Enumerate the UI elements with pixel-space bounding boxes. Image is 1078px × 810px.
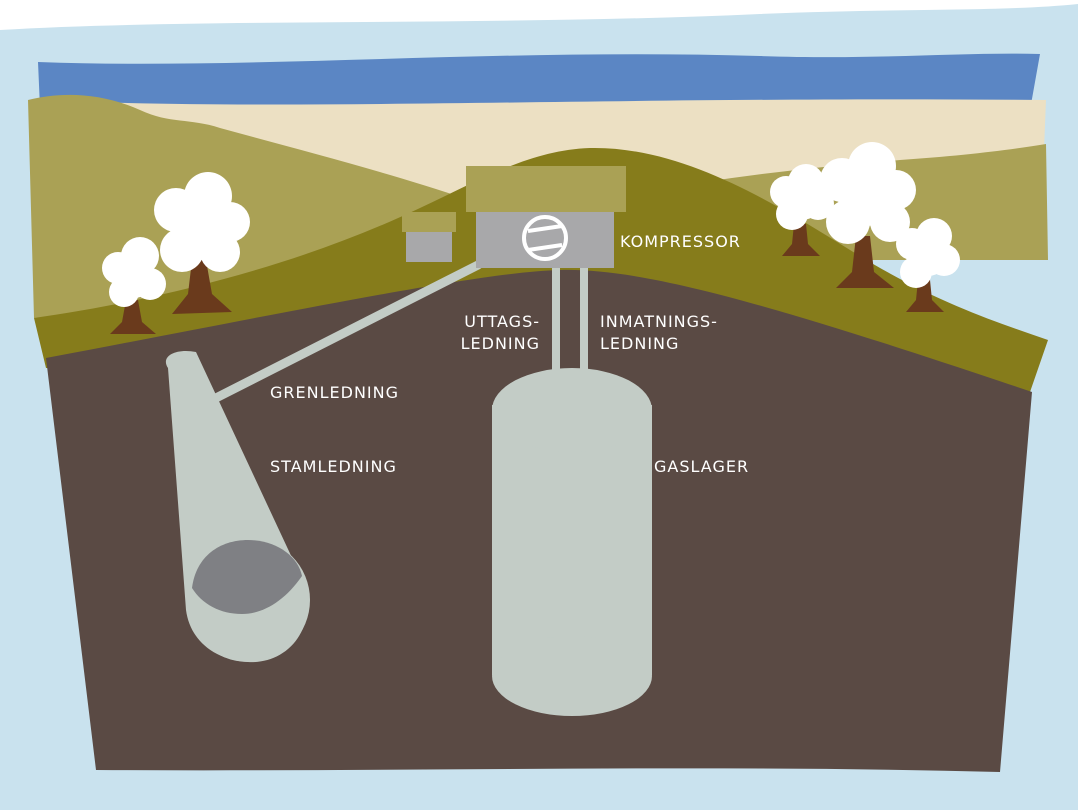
label-uttag-line2: LEDNING [461,334,540,353]
label-grenledning: GRENLEDNING [270,383,399,402]
sky-band [38,53,1040,110]
gas-storage-cavern [492,368,652,716]
label-uttag-line1: UTTAGS- [464,312,540,331]
label-kompressor: KOMPRESSOR [620,232,741,251]
cavern-bottom [492,636,652,716]
tree-right-1 [770,164,834,256]
branch-pipe [207,260,483,405]
main-pipeline [165,350,310,663]
main-pipeline-opening [192,540,302,614]
cavern-top [492,368,652,452]
outtake-pipe [552,262,560,374]
injection-pipe [580,262,588,374]
small-building-roof [402,212,456,232]
compressor-building [466,166,626,268]
label-inmatning-line2: LEDNING [600,334,679,353]
tree-left-small [102,237,166,334]
small-building [402,212,456,262]
small-building-wall [406,232,452,262]
label-gaslager: GASLAGER [654,457,749,476]
tree-right-large [820,142,916,288]
tree-left-large [154,172,250,314]
tree-right-small [896,218,960,312]
label-inmatning-line1: INMATNINGS- [600,312,718,331]
label-stamledning: STAMLEDNING [270,457,397,476]
compressor-icon [522,215,568,261]
compressor-roof [466,166,626,212]
